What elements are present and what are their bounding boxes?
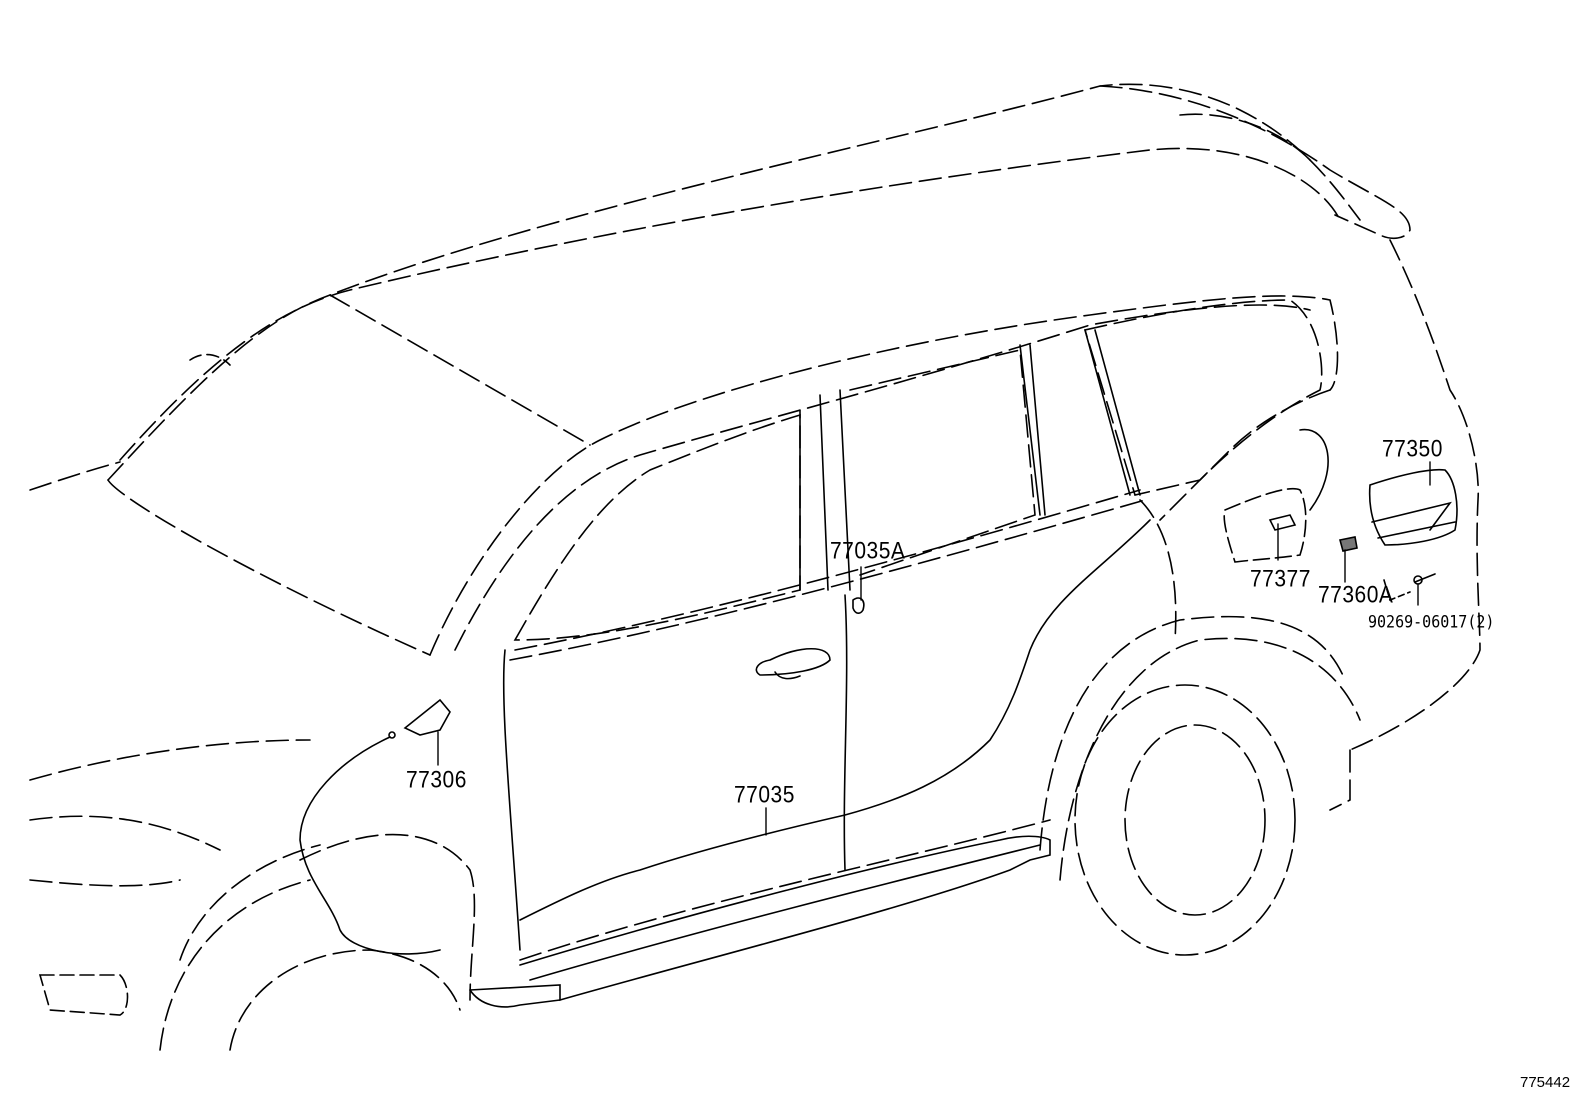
part-label-77377[interactable]: 77377 <box>1250 566 1311 593</box>
part-label-77306[interactable]: 77306 <box>406 767 467 794</box>
part-label-77360a[interactable]: 77360A <box>1318 582 1394 609</box>
figure-number: 775442 <box>1520 1074 1571 1091</box>
part-label-90269-06017[interactable]: 90269-06017(2) <box>1368 612 1495 632</box>
part-label-77035[interactable]: 77035 <box>734 782 795 809</box>
roof-outline <box>107 83 1361 481</box>
part-label-77350[interactable]: 77350 <box>1382 436 1443 463</box>
part-label-77035a[interactable]: 77035A <box>830 538 906 565</box>
